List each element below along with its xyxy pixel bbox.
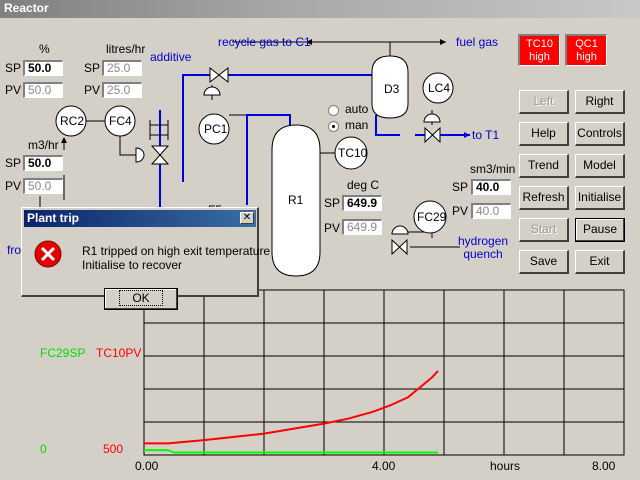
auto-label[interactable]: auto — [345, 102, 369, 116]
hydrogen-quench-label: hydrogen quench — [458, 234, 509, 261]
man-label[interactable]: man — [345, 118, 369, 132]
save-button[interactable]: Save — [519, 250, 569, 274]
ok-button[interactable]: OK — [104, 288, 178, 310]
alarm-qc1-tag: QC1 — [575, 38, 598, 50]
auto-radio[interactable] — [328, 105, 339, 116]
x-tick-end: 8.00 — [592, 459, 616, 473]
alarm-tc10-tag: TC10 — [526, 38, 553, 50]
left-button[interactable]: Left — [519, 90, 569, 114]
d3-tag[interactable]: D3 — [384, 82, 400, 96]
dialog-message-line1: R1 tripped on high exit temperature — [82, 244, 271, 258]
fc29-sp-label: SP — [452, 180, 469, 194]
legend-fc29sp: FC29SP — [40, 346, 86, 360]
alarm-tc10-state: high — [529, 51, 550, 63]
fc29-sp-input[interactable]: 40.0 — [471, 179, 511, 195]
x-tick-0: 0.00 — [135, 459, 159, 473]
lc-sp-label: SP — [5, 61, 22, 75]
to-t1-label: to T1 — [472, 128, 500, 142]
additive-label: additive — [150, 50, 192, 64]
start-button[interactable]: Start — [519, 218, 569, 242]
lc-sp-input[interactable]: 50.0 — [23, 60, 63, 76]
right-button[interactable]: Right — [575, 90, 625, 114]
controls-button[interactable]: Controls — [575, 122, 625, 146]
m3-unit: m3/hr — [28, 138, 59, 152]
plant-trip-dialog: Plant trip ✕ R1 tripped on high exit tem… — [21, 207, 270, 310]
legend-tc10pv: TC10PV — [96, 346, 142, 360]
dialog-message-line2: Initialise to recover — [82, 258, 183, 272]
tc10-pv-label: PV — [324, 221, 341, 235]
lc4-tag[interactable]: LC4 — [428, 81, 451, 95]
man-radio[interactable] — [328, 121, 339, 132]
window-titlebar[interactable]: Reactor — [0, 0, 640, 18]
tc10-sp-label: SP — [324, 196, 341, 210]
tc10-pv-field: 649.9 — [342, 219, 382, 235]
pc1-tag[interactable]: PC1 — [204, 122, 228, 136]
series-line-fc29sp — [144, 449, 438, 454]
r1-tag[interactable]: R1 — [288, 193, 304, 207]
exit-button[interactable]: Exit — [575, 250, 625, 274]
help-button[interactable]: Help — [519, 122, 569, 146]
fc29-pv-field: 40.0 — [471, 203, 511, 219]
tc10-tag[interactable]: TC10 — [338, 146, 368, 160]
rc2-sp-label: SP — [5, 156, 22, 170]
pause-button[interactable]: Pause — [575, 218, 625, 242]
fc29-scale-min: 0 — [40, 442, 47, 456]
sm3-unit: sm3/min — [470, 162, 516, 176]
alarm-qc1-state: high — [576, 51, 597, 63]
error-icon — [34, 240, 62, 268]
lc-pv-field: 50.0 — [23, 82, 63, 98]
fc4-pv-label: PV — [84, 83, 101, 97]
initialise-button[interactable]: Initialise — [575, 186, 625, 210]
x-axis-label: hours — [490, 459, 521, 473]
fc29-pv-label: PV — [452, 204, 469, 218]
ok-label: OK — [119, 290, 163, 306]
fc4-pv-field: 25.0 — [102, 82, 142, 98]
rc2-tag[interactable]: RC2 — [60, 114, 85, 128]
dialog-title: Plant trip — [27, 211, 80, 225]
close-icon[interactable]: ✕ — [240, 212, 254, 224]
dialog-titlebar[interactable]: Plant trip ✕ — [24, 210, 256, 227]
model-button[interactable]: Model — [575, 154, 625, 178]
tc10-sp-input[interactable]: 649.9 — [342, 195, 382, 211]
fuel-gas-label: fuel gas — [456, 35, 499, 49]
rc2-pv-field: 50.0 — [23, 178, 63, 194]
trend-button[interactable]: Trend — [519, 154, 569, 178]
feed-from-label: fro — [7, 243, 22, 257]
window-title: Reactor — [4, 1, 49, 15]
fc4-tag[interactable]: FC4 — [109, 114, 132, 128]
rc2-sp-input[interactable]: 50.0 — [23, 155, 63, 171]
fc4-sp-label: SP — [84, 61, 101, 75]
tc10-scale-min: 500 — [103, 442, 124, 456]
refresh-button[interactable]: Refresh — [519, 186, 569, 210]
lc-pv-label: PV — [5, 83, 22, 97]
x-tick-mid: 4.00 — [372, 459, 396, 473]
fc29-tag[interactable]: FC29 — [417, 210, 447, 224]
series-line-tc10pv — [144, 370, 439, 445]
rc2-pv-label: PV — [5, 179, 22, 193]
recycle-gas-label: recycle gas to C1 — [218, 35, 311, 49]
fc4-sp-input[interactable]: 25.0 — [102, 60, 142, 76]
deg-c-unit: deg C — [347, 178, 380, 192]
percent-unit: % — [39, 42, 50, 56]
litres-unit: litres/hr — [106, 42, 146, 56]
